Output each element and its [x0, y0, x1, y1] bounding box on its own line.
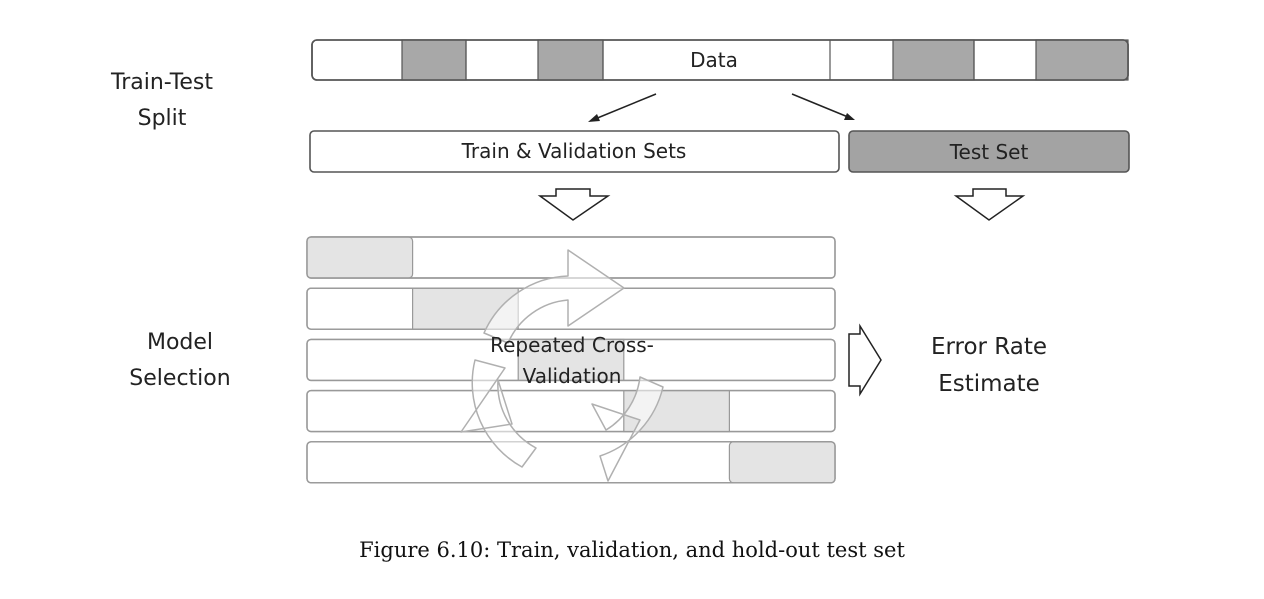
cv-fold-bar: [306, 389, 836, 433]
cv-fold-border: [306, 338, 836, 382]
model-selection-label-line2: Selection: [129, 366, 230, 391]
train-test-split-label-line1: Train-Test: [110, 70, 213, 95]
split-arrow-left-head: [588, 114, 600, 122]
train-test-split-label-line2: Split: [138, 106, 187, 131]
cv-fold-border: [306, 389, 836, 433]
right-arrow-icon: [848, 323, 882, 397]
cross-validation-label-line2: Validation: [523, 364, 622, 388]
cycle-arrows-icon: [460, 249, 664, 482]
cv-validation-fold: [306, 236, 414, 279]
test-set-box: [848, 130, 1130, 173]
error-rate-label-line1: Error Rate: [931, 334, 1047, 360]
down-arrow-test-icon: [953, 188, 1026, 221]
figure-caption: Figure 6.10: Train, validation, and hold…: [359, 538, 905, 562]
error-rate-label-line2: Estimate: [938, 371, 1040, 397]
train-validation-label: Train & Validation Sets: [461, 139, 687, 163]
data-bar-segment-shaded: [537, 39, 604, 81]
data-bar-segment-shaded: [401, 39, 467, 81]
cv-validation-fold: [728, 441, 836, 484]
data-bar-border: [311, 39, 1129, 81]
data-bar-segment-shaded: [892, 39, 975, 81]
cv-validation-fold: [517, 338, 625, 381]
test-set-label: Test Set: [949, 140, 1029, 164]
cv-fold-border: [306, 441, 836, 484]
model-selection-label-line1: Model: [147, 330, 213, 355]
data-label: Data: [690, 48, 738, 72]
data-bar-segment-shaded: [1035, 39, 1129, 81]
down-arrow-train-icon: [537, 188, 611, 221]
split-arrow-right: [791, 93, 849, 118]
split-arrow-right-head: [844, 113, 855, 120]
train-validation-box: [309, 130, 840, 173]
data-bar: [311, 39, 1129, 81]
split-arrow-left: [594, 93, 657, 120]
cross-validation-label-line1: Repeated Cross-: [490, 333, 654, 357]
